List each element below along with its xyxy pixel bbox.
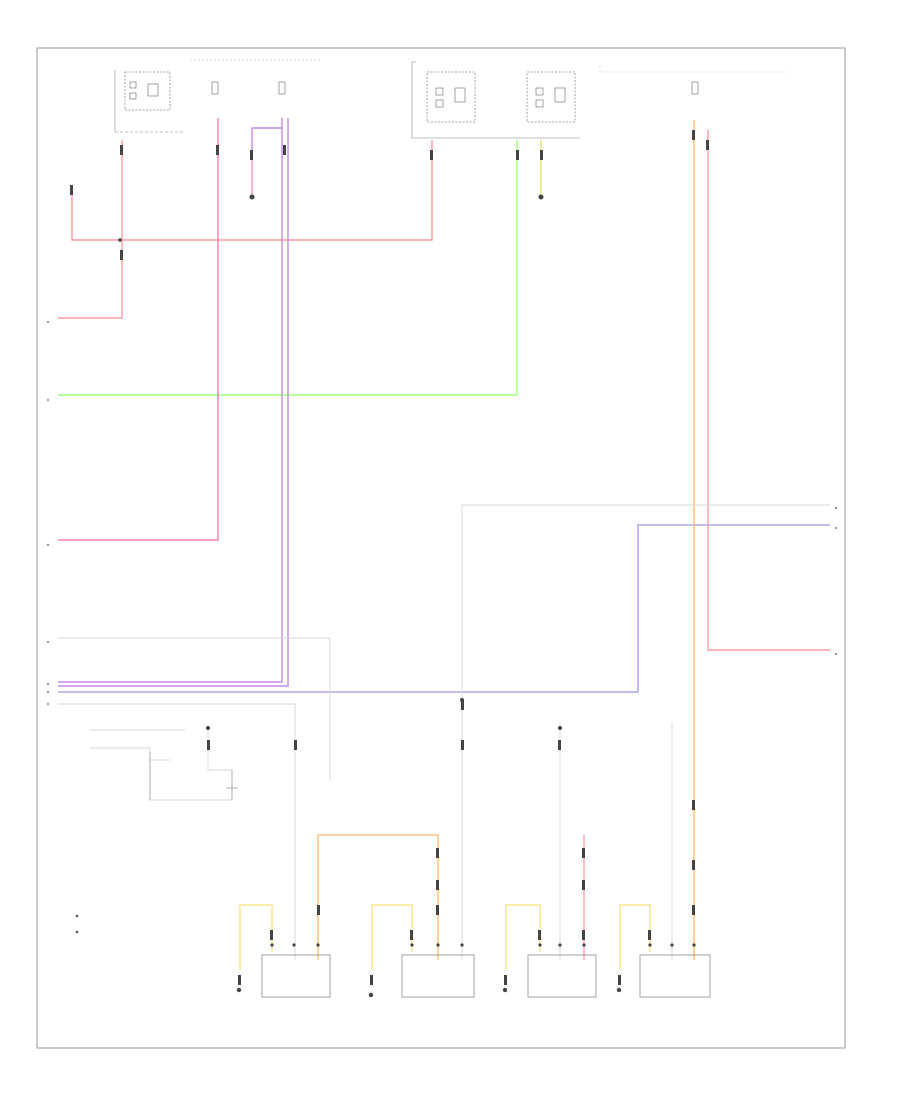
wire-yellow-drops xyxy=(239,904,651,970)
module-4 xyxy=(639,954,711,998)
relay-left-upper xyxy=(124,71,171,111)
wire-violet xyxy=(58,118,289,687)
bottom-modules xyxy=(261,954,711,998)
module-2 xyxy=(401,954,475,998)
wire-red-top xyxy=(58,140,433,319)
module-3 xyxy=(527,954,597,998)
right-edge-terminals xyxy=(835,507,837,655)
wire-gray-network xyxy=(58,504,830,960)
wire-blue xyxy=(58,524,830,693)
diagram-frame xyxy=(36,47,846,1049)
relay-right-upper-1 xyxy=(426,71,476,123)
top-left-fuse-box xyxy=(114,59,320,133)
top-right-relay-box xyxy=(411,61,790,139)
module-1 xyxy=(261,954,331,998)
wire-orange-lower xyxy=(317,834,439,960)
left-edge-terminals xyxy=(47,321,49,705)
wire-pink xyxy=(58,118,219,541)
legend xyxy=(75,914,79,934)
relay-right-upper-2 xyxy=(526,71,576,123)
connector-markers xyxy=(70,130,709,998)
lower-left-switch xyxy=(149,752,238,800)
wire-green xyxy=(58,140,518,396)
wire-orange-right xyxy=(693,120,830,960)
